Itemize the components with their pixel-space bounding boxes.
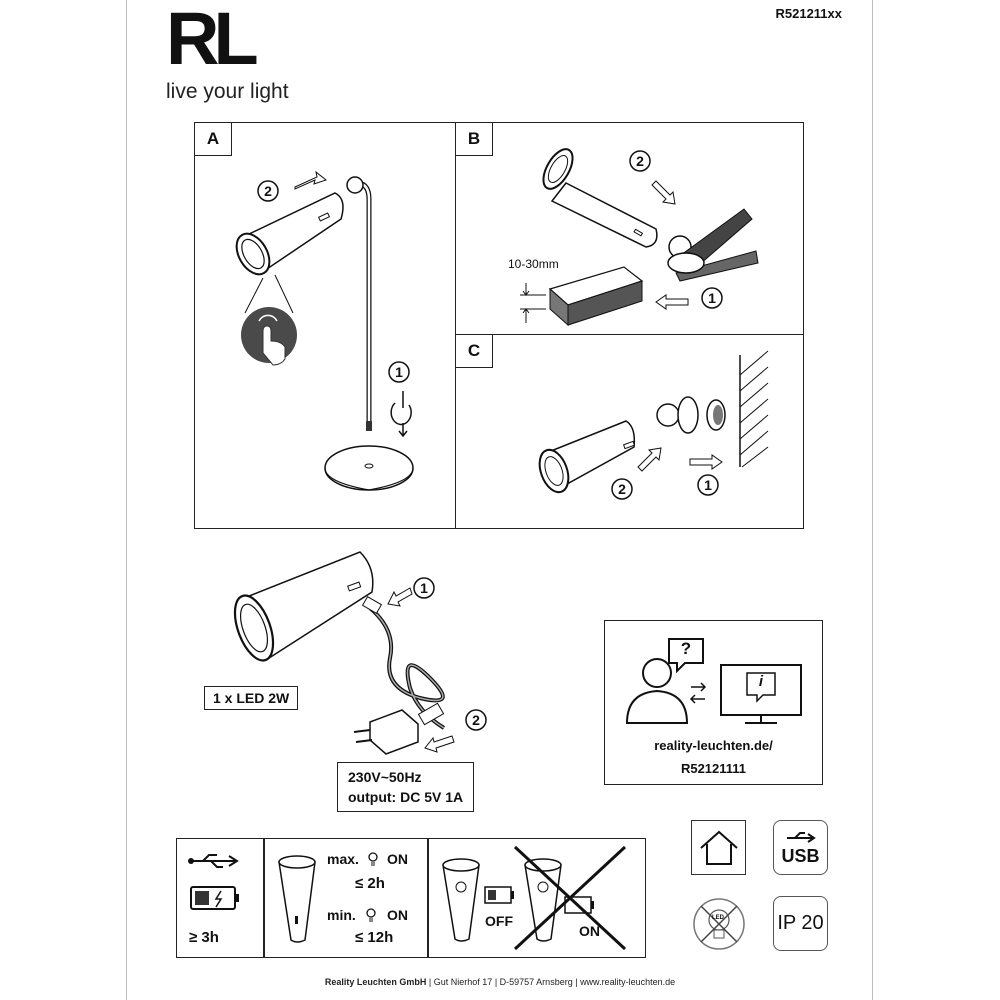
info-code: R52121111 xyxy=(680,761,747,776)
ip-rating: IP 20 xyxy=(773,896,828,951)
info-url[interactable]: reality-leuchten.de/ xyxy=(654,738,773,753)
brand-tagline: live your light xyxy=(166,80,289,103)
indoor-use-symbol xyxy=(691,820,746,875)
input-voltage: 230V~50Hz xyxy=(348,769,422,785)
info-box: ? i reality-leuchten.de/ R52121111 xyxy=(604,620,823,785)
panel-b: B 2 1 10-30mm xyxy=(455,122,804,335)
footer-web[interactable]: www.reality-leuchten.de xyxy=(580,977,676,987)
usb-symbol: USB xyxy=(773,820,828,875)
usage-table: ≥ 3h max. ON ≤ 2h min. ON ≤ 12h OFF ON xyxy=(176,838,646,958)
charging-step2: 2 xyxy=(472,712,480,728)
bulb-icon-max xyxy=(368,852,378,866)
max-on: ON xyxy=(387,851,408,867)
panel-c: C 2 1 xyxy=(455,334,804,529)
page-edge-left xyxy=(126,0,127,1000)
output-spec: output: DC 5V 1A xyxy=(348,789,464,805)
footer-company: Reality Leuchten GmbH xyxy=(324,977,427,987)
panel-a: A 2 1 xyxy=(194,122,456,529)
panel-c-step1: 1 xyxy=(704,477,712,493)
panel-b-label: B xyxy=(456,123,493,156)
charging-step1: 1 xyxy=(420,580,428,596)
panel-c-label: C xyxy=(456,335,493,368)
charge-time: ≥ 3h xyxy=(189,929,219,946)
on-label: ON xyxy=(579,923,600,939)
led-crossed-icon xyxy=(693,897,745,950)
panel-b-step2: 2 xyxy=(636,153,644,169)
usb-label: USB xyxy=(781,846,820,866)
led-spec: 1 x LED 2W xyxy=(204,686,299,710)
min-label: min. xyxy=(327,907,356,923)
footer-street: Gut Nierhof 17 xyxy=(433,977,493,987)
bulb-icon-min xyxy=(366,908,376,922)
desk-lamp-illustration xyxy=(235,170,414,491)
footer: Reality Leuchten GmbH | Gut Nierhof 17 |… xyxy=(324,977,676,987)
charging-illustration xyxy=(233,551,487,755)
clamp-mount-illustration xyxy=(520,148,759,327)
brand-logo: RL xyxy=(166,0,259,80)
panel-a-label: A xyxy=(195,123,232,156)
led-not-replaceable-symbol: LED xyxy=(691,896,746,951)
question-mark: ? xyxy=(680,639,692,658)
wall-mount-illustration xyxy=(538,350,769,500)
power-spec: 230V~50Hz output: DC 5V 1A xyxy=(337,762,475,812)
charging-usage-icons xyxy=(442,845,627,951)
footer-city: D-59757 Arnsberg xyxy=(499,977,573,987)
panel-a-step2: 2 xyxy=(264,183,272,199)
panel-a-step1: 1 xyxy=(395,364,403,380)
min-on: ON xyxy=(387,907,408,923)
max-label: max. xyxy=(327,851,359,867)
led-label: LED xyxy=(712,915,724,921)
usb-battery-icon xyxy=(188,854,239,910)
lamp-front-icon xyxy=(278,855,316,943)
page-edge-right xyxy=(872,0,873,1000)
info-mark: i xyxy=(758,673,764,690)
support-illustration xyxy=(625,638,802,724)
house-icon xyxy=(699,830,738,865)
clamp-thickness-label: 10-30mm xyxy=(508,257,559,271)
model-number: R521211xx xyxy=(775,6,842,21)
min-time: ≤ 12h xyxy=(355,929,394,946)
off-label: OFF xyxy=(485,913,513,929)
usb-icon xyxy=(786,832,816,843)
max-time: ≤ 2h xyxy=(355,875,385,892)
panel-c-step2: 2 xyxy=(618,481,626,497)
panel-b-step1: 1 xyxy=(708,290,716,306)
